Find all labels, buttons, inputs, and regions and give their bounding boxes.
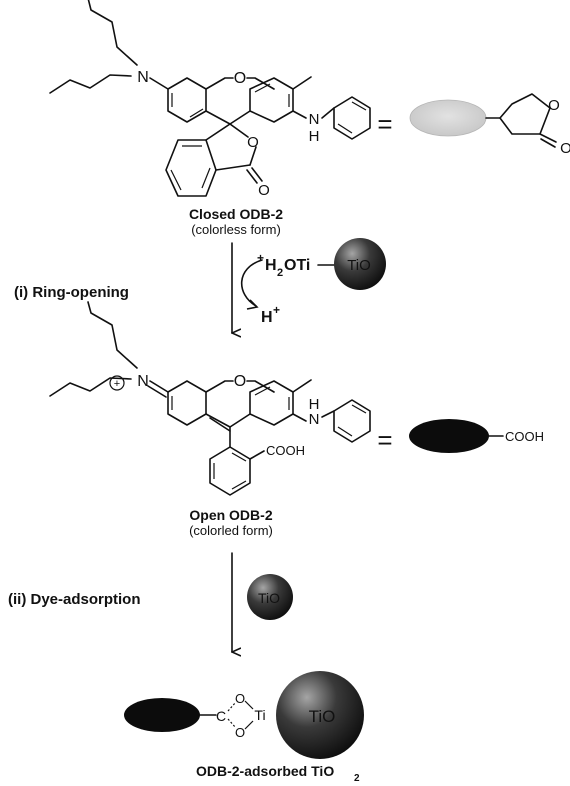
adsorbed-sphere-label: TiO <box>309 707 336 726</box>
simple-cooh: COOH <box>505 429 544 444</box>
curved-arrow <box>240 259 263 307</box>
carboxylate-o-top: O <box>235 691 245 706</box>
closed-lactone-oxygen: O <box>247 134 259 151</box>
byproduct-h: H <box>261 309 273 326</box>
closed-odb2-structure: N O N H O O <box>49 0 371 199</box>
open-amine-n: N <box>137 373 149 390</box>
tio2-sphere-free <box>247 574 293 620</box>
reagent-oti: OTi <box>284 257 310 274</box>
byproduct-plus: + <box>273 303 280 317</box>
open-nh-h: H <box>309 396 320 413</box>
closed-nh-h: H <box>309 128 320 145</box>
step2-label: (ii) Dye-adsorption <box>8 591 141 608</box>
adsorbed-dye-ellipse <box>124 698 200 732</box>
simple-lactone-oxygen: O <box>548 97 560 114</box>
reagent-plus: + <box>257 251 264 265</box>
open-cooh: COOH <box>266 443 305 458</box>
open-equals-sign: = <box>377 425 392 455</box>
closed-simplified: O O <box>409 93 570 157</box>
closed-amine-n: N <box>137 69 149 86</box>
reagent-subscript: 2 <box>277 267 283 279</box>
black-ellipse <box>409 419 489 453</box>
open-form-title: Open ODB-2 <box>189 507 272 523</box>
step1-label: (i) Ring-opening <box>14 284 129 301</box>
open-charge-plus: + <box>114 378 120 390</box>
adsorbed-caption: ODB-2-adsorbed TiO 2 <box>196 763 360 784</box>
simple-carbonyl-oxygen: O <box>560 140 570 157</box>
adsorbed-complex: C O O Ti TiO <box>124 671 364 759</box>
gray-ellipse <box>409 99 487 137</box>
closed-nh-n: N <box>309 111 320 128</box>
open-odb2-structure: N + O H N COOH <box>49 301 371 496</box>
reagent-h: H <box>265 257 277 274</box>
positive-charge-circle <box>109 375 125 391</box>
tio2-sphere-adsorbed <box>276 671 364 759</box>
titanium-label: Ti <box>254 707 265 723</box>
adsorbed-caption-subscript: 2 <box>354 773 360 784</box>
closed-form-subtitle: (colorless form) <box>191 222 281 237</box>
open-nh-n: N <box>309 411 320 428</box>
closed-form-title: Closed ODB-2 <box>189 206 283 222</box>
step1-reagent: + H 2 OTi TiO <box>257 238 386 290</box>
closed-equals-sign: = <box>377 109 392 139</box>
closed-carbonyl-oxygen: O <box>258 182 270 199</box>
open-simplified: COOH <box>409 419 544 453</box>
free-sphere-label: TiO <box>258 590 280 606</box>
carboxylate-o-bottom: O <box>235 725 245 740</box>
open-ring-oxygen: O <box>234 373 246 390</box>
open-form-subtitle: (colorled form) <box>189 523 273 538</box>
closed-ring-oxygen: O <box>234 70 246 87</box>
reagent-sphere-label: TiO <box>347 257 371 274</box>
carboxylate-c: C <box>216 708 226 724</box>
tio2-sphere-reagent <box>334 238 386 290</box>
adsorbed-caption-text: ODB-2-adsorbed TiO <box>196 763 334 779</box>
